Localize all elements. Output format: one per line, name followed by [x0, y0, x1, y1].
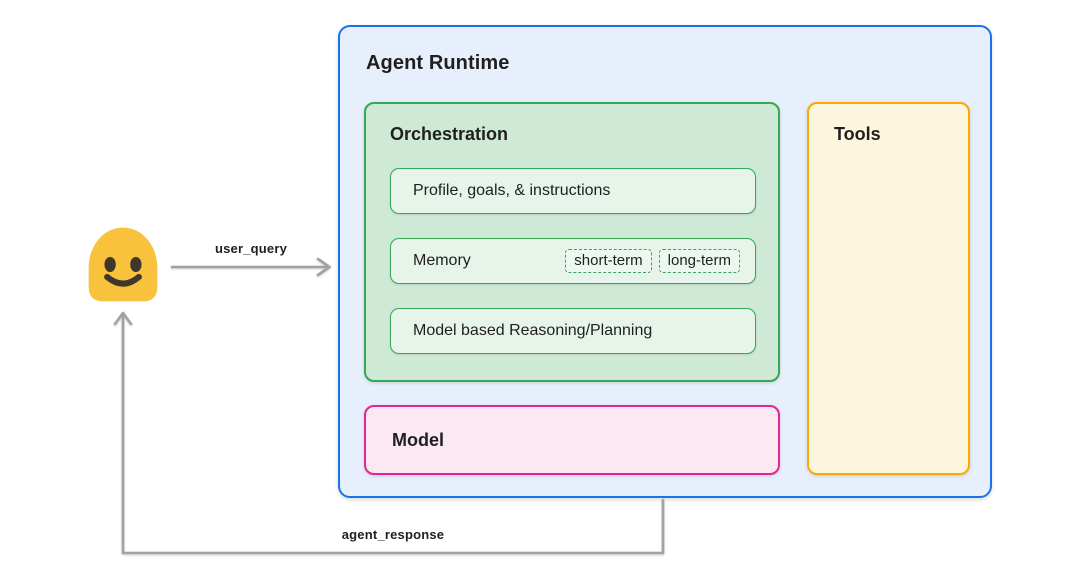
model-title: Model	[392, 429, 444, 450]
profile-goals-instructions-label: Profile, goals, & instructions	[413, 182, 611, 199]
user-emoji-icon	[88, 227, 158, 302]
profile-goals-instructions-box: Profile, goals, & instructions	[390, 168, 756, 214]
user-query-label: user_query	[214, 241, 288, 256]
model-box: Model	[364, 405, 780, 475]
orchestration-title: Orchestration	[390, 124, 509, 144]
user-query-arrow	[170, 257, 331, 277]
agent-response-label: agent_response	[341, 527, 445, 542]
agent-runtime-title: Agent Runtime	[366, 52, 510, 74]
memory-chips: short-term long-term	[565, 249, 740, 273]
model-based-reasoning-planning-box: Model based Reasoning/Planning	[390, 308, 756, 354]
tools-box: Tools	[807, 102, 970, 475]
memory-box: Memory short-term long-term	[390, 238, 756, 284]
short-term-memory-chip: short-term	[565, 249, 652, 273]
agent-runtime-box: Agent Runtime Orchestration Profile, goa…	[338, 25, 992, 498]
memory-label: Memory	[413, 252, 471, 269]
model-based-reasoning-planning-label: Model based Reasoning/Planning	[413, 322, 653, 339]
tools-title: Tools	[834, 124, 881, 144]
orchestration-box: Orchestration Profile, goals, & instruct…	[364, 102, 780, 382]
long-term-memory-chip: long-term	[658, 249, 740, 273]
